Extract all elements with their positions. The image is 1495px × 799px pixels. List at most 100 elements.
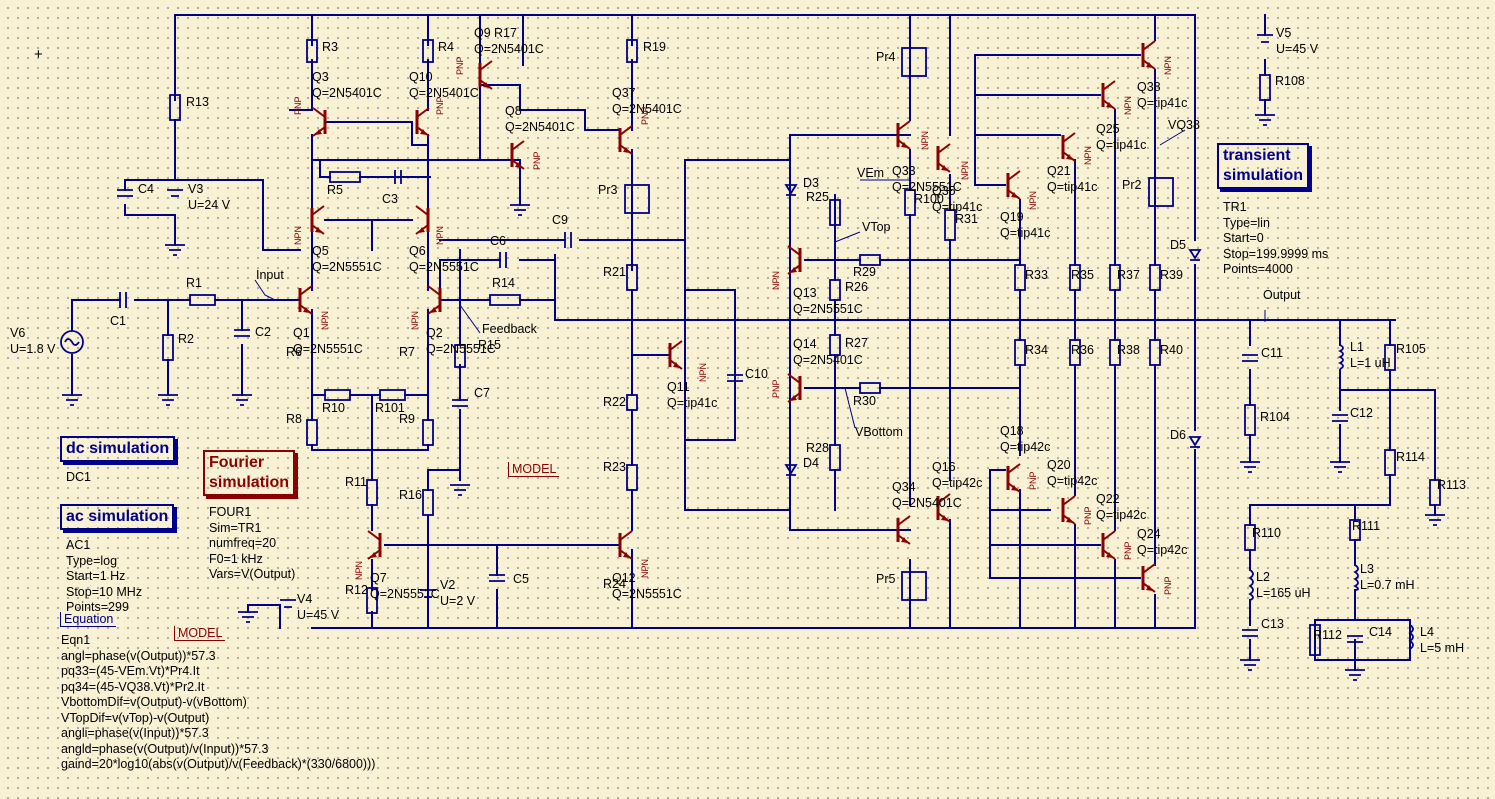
transistor-q12-symbol[interactable] [618,530,633,560]
transistor-q2-symbol[interactable] [427,285,442,315]
tag-q10: PNP [435,96,445,115]
transistor-q25-symbol[interactable] [1101,80,1116,110]
tag-q9: PNP [455,56,465,75]
dc-simulation-box[interactable]: dc simulation [60,436,176,462]
model-tag-2[interactable]: MODEL [174,626,226,641]
wire-network [71,14,1436,671]
probe-pr4-label: Pr4 [876,50,896,64]
resistor-r9-label: R9 [399,412,415,426]
resistor-r16-label: R16 [399,488,422,502]
tag-q12: NPN [640,558,650,578]
transistor-symbols [298,40,1156,593]
resistor-r10-label: R10 [322,401,345,415]
ac-simulation-box[interactable]: ac simulation [60,504,175,530]
capacitor-c5-label: C5 [513,572,529,586]
resistor-r28-label: R28 [806,441,829,455]
transistor-q11-symbol[interactable] [668,340,683,370]
capacitor-c9-label: C9 [552,213,568,227]
resistor-r114-label: R114 [1396,450,1425,464]
transistor-q14-symbol[interactable] [787,373,802,403]
diode-symbols [784,184,1202,476]
resistor-r25-label: R25 [806,190,829,204]
transistor-q16-symbol[interactable] [936,493,951,523]
diode-d3-label: D3 [803,176,819,190]
transistor-q6-symbol[interactable] [415,205,430,235]
transistor-q22-symbol[interactable] [1101,530,1116,560]
transistor-q19-symbol[interactable] [1006,170,1021,200]
node-vtop-label[interactable]: VTop [862,220,891,234]
ac-simulation-params: AC1 Type=log Start=1 Hz Stop=10 MHz Poin… [66,538,143,614]
node-label-leaders [254,129,1266,429]
transistor-q8-symbol[interactable] [510,140,525,170]
dc-sources [60,34,1273,608]
transient-simulation-box[interactable]: transient simulation [1217,143,1310,189]
transistor-q20-symbol[interactable] [1061,495,1076,525]
tag-q33: NPN [920,130,930,150]
resistor-r29-label: R29 [853,265,876,279]
transistor-q21-symbol[interactable] [1061,132,1076,162]
resistor-r108-label: R108 [1275,74,1305,88]
inductor-coils [1248,344,1414,650]
node-feedback-label[interactable]: Feedback [482,322,537,336]
resistor-r111-label: R111 [1352,519,1381,533]
equation-block[interactable]: Eqn1 angl=phase(v(Output))*57.3 pq33=(45… [61,633,376,771]
transistor-q1-symbol[interactable] [298,285,313,315]
resistor-r27-label: R27 [845,336,868,350]
transistor-q5-symbol[interactable] [310,205,325,235]
resistor-r15-label: R15 [478,338,501,352]
node-vem-label[interactable]: VEm [857,166,885,180]
capacitor-c13-label: C13 [1261,617,1284,631]
transistor-q18-symbol[interactable] [1006,463,1021,493]
resistor-r105-label: R105 [1396,342,1426,356]
capacitor-c10-label: C10 [745,367,768,381]
transistor-q9-symbol[interactable] [478,60,493,90]
capacitor-c12-label: C12 [1350,406,1373,420]
equation-tag[interactable]: Equation [60,612,117,627]
resistor-r19-label: R19 [643,40,666,54]
dc-simulation-name: DC1 [66,470,92,484]
transistor-q37-symbol[interactable] [618,125,633,155]
tag-q5: NPN [293,225,303,245]
transistor-q3-symbol[interactable] [312,107,327,137]
resistor-r30-label: R30 [853,394,876,408]
ground-symbols [62,114,1445,681]
node-vq38-label[interactable]: VQ38 [1168,118,1200,132]
transistor-q35-symbol[interactable] [936,143,951,173]
transistor-q34-symbol[interactable] [896,515,911,545]
resistor-r36-label: R36 [1071,343,1094,357]
probe-pr3-label: Pr3 [598,183,618,197]
resistor-r104-label: R104 [1260,410,1290,424]
node-input-label[interactable]: Input [256,268,284,282]
resistor-r112-label: R112 [1313,628,1342,642]
capacitor-c2-label: C2 [255,325,271,339]
resistor-r38-label: R38 [1117,343,1140,357]
resistor-r100-label: R100 [914,192,944,206]
transistor-q33-symbol[interactable] [896,120,911,150]
resistor-r26-label: R26 [845,280,868,294]
probe-pr5-label: Pr5 [876,572,896,586]
transistor-q24-symbol[interactable] [1141,563,1156,593]
fourier-simulation-box[interactable]: Fourier simulation [203,450,296,496]
resistor-r40-label: R40 [1160,343,1183,357]
node-vbottom-label[interactable]: VBottom [855,425,903,439]
transistor-q38-symbol[interactable] [1141,40,1156,70]
capacitor-c1-label: C1 [110,314,126,328]
resistor-r39-label: R39 [1160,268,1183,282]
diode-d6-label: D6 [1170,428,1186,442]
transistor-q13-symbol[interactable] [787,245,802,275]
model-tag-1[interactable]: MODEL [508,462,560,477]
transistor-q10-symbol[interactable] [415,107,430,137]
node-output-label[interactable]: Output [1263,288,1301,302]
transistor-q7-symbol[interactable] [367,530,382,560]
tag-q21: NPN [1083,145,1093,165]
transient-simulation-params: TR1 Type=lin Start=0 Stop=199.9999 ms Po… [1223,200,1329,276]
